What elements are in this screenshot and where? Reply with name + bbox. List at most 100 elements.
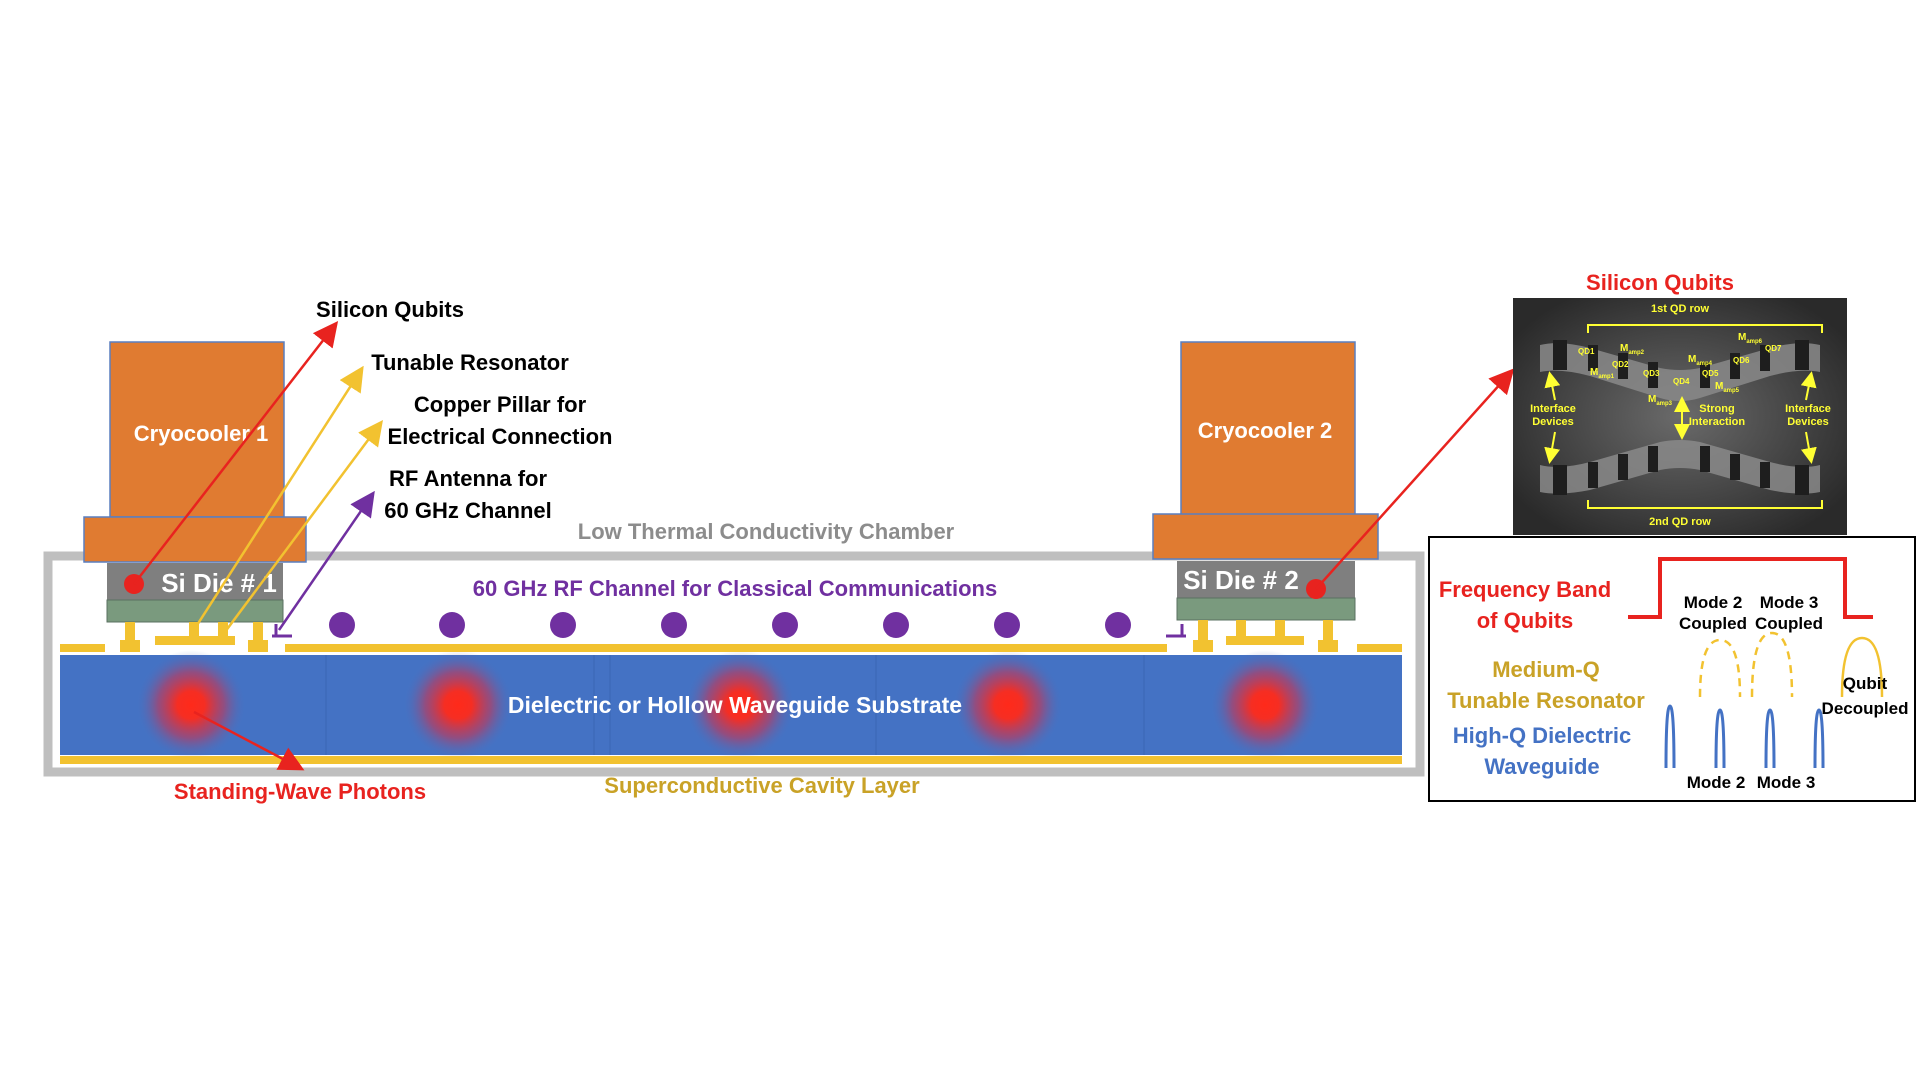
m-sub: amp3: [1656, 401, 1672, 407]
sem-title: Silicon Qubits: [1586, 270, 1734, 295]
m-label: M: [1620, 343, 1628, 354]
m-label: M: [1715, 381, 1723, 392]
svg-text:Mamp5: Mamp5: [1715, 381, 1740, 394]
cavity-top-left: [60, 644, 105, 652]
m-label: M: [1590, 367, 1598, 378]
copper-pillar: [1323, 620, 1333, 642]
legend-mode3-coupled-2: Coupled: [1755, 614, 1823, 633]
photon-3: [685, 650, 795, 760]
m-label: M: [1688, 354, 1696, 365]
legend-mode2: Mode 2: [1687, 773, 1746, 792]
copper-pillar: [253, 622, 263, 642]
copper-pillar: [1236, 620, 1246, 636]
legend-high-q-1: High-Q Dielectric: [1453, 723, 1631, 748]
high-q-peaks: [1664, 704, 1825, 769]
m-sub: amp2: [1628, 350, 1644, 356]
resonance-mode3-coupled: [1750, 631, 1794, 698]
copper-pillar: [218, 622, 228, 638]
legend-mode3: Mode 3: [1757, 773, 1816, 792]
arrow-copper-pillar: [220, 419, 383, 637]
m-label: M: [1648, 394, 1656, 405]
label-copper-pillar-2: Electrical Connection: [388, 424, 613, 449]
legend-medium-q-1: Medium-Q: [1492, 657, 1600, 682]
arrow-rf-antenna: [277, 490, 375, 631]
m-label: M: [1738, 332, 1746, 343]
label-silicon-qubits: Silicon Qubits: [316, 297, 464, 322]
qd-label: QD2: [1612, 360, 1629, 369]
tunable-resonator-2: [1226, 636, 1304, 645]
photon-1: [136, 650, 246, 760]
svg-text:Mamp2: Mamp2: [1620, 343, 1645, 356]
si-die-1-lower: [106, 599, 284, 623]
cryocooler-1-label: Cryocooler 1: [134, 421, 269, 446]
sem-image: [1513, 298, 1847, 535]
frequency-band-outline: [1628, 557, 1873, 619]
label-rf-antenna-2: 60 GHz Channel: [384, 498, 551, 523]
sem-qd-labels: QD1 QD2 QD3 QD4 QD5 QD6 QD7: [1578, 344, 1782, 386]
legend-mode2-coupled-2: Coupled: [1679, 614, 1747, 633]
m-sub: amp4: [1696, 361, 1712, 367]
legend-medium-q-2: Tunable Resonator: [1447, 688, 1645, 713]
sem-interface-right-1: Interface: [1785, 403, 1831, 415]
rf-channel-dots: [329, 612, 1131, 638]
photon-5: [1210, 650, 1320, 760]
arrow-qubits-inset: [1315, 368, 1515, 590]
legend-qubit-decoupled-2: Decoupled: [1822, 699, 1909, 718]
si-die-2-lower: [1176, 597, 1356, 621]
legend-mode2-coupled-1: Mode 2: [1684, 593, 1743, 612]
cryocooler-2-label: Cryocooler 2: [1198, 418, 1333, 443]
cryocooler-2: [1180, 341, 1356, 518]
qd-label: QD6: [1733, 356, 1750, 365]
qd-label: QD3: [1643, 369, 1660, 378]
arrow-standing-wave: [193, 710, 305, 771]
copper-pillar: [125, 622, 135, 642]
legend-high-q-2: Waveguide: [1484, 754, 1599, 779]
sem-strong-2: Interaction: [1689, 416, 1746, 428]
rf-channel-label: 60 GHz RF Channel for Classical Communic…: [473, 576, 997, 601]
sem-interface-right-2: Devices: [1787, 416, 1829, 428]
tunable-resonator-1: [155, 636, 235, 645]
rf-antenna-2: [1166, 624, 1186, 638]
rf-antenna-1: [272, 624, 292, 638]
resonance-mode2-coupled: [1698, 638, 1742, 698]
m-sub: amp5: [1723, 388, 1739, 394]
svg-text:Mamp4: Mamp4: [1688, 354, 1713, 367]
label-copper-pillar-1: Copper Pillar for: [414, 392, 587, 417]
sem-m-labels: Mamp1 Mamp2 Mamp3 Mamp4 Mamp5 Mamp6: [1590, 332, 1763, 407]
copper-pillar: [1198, 620, 1208, 642]
cryocooler-1-base: [83, 516, 307, 563]
sem-strong-1: Strong: [1699, 403, 1734, 415]
copper-pillar: [1275, 620, 1285, 636]
m-sub: amp6: [1746, 339, 1762, 345]
cavity-top-main: [285, 644, 1167, 652]
legend-mode3-coupled-1: Mode 3: [1760, 593, 1819, 612]
sem-interface-left-1: Interface: [1530, 403, 1576, 415]
qd-label: QD5: [1702, 369, 1719, 378]
si-die-1-label: Si Die # 1: [161, 568, 277, 598]
sem-row1: 1st QD row: [1651, 303, 1710, 315]
svg-text:Mamp1: Mamp1: [1590, 367, 1615, 380]
cavity-layer-bottom: [60, 756, 1402, 764]
photon-2: [403, 650, 513, 760]
qd-label: QD4: [1673, 377, 1690, 386]
label-standing-wave: Standing-Wave Photons: [174, 779, 426, 804]
legend-freq-band-1: Frequency Band: [1439, 577, 1611, 602]
sem-row2: 2nd QD row: [1649, 516, 1711, 528]
arrow-tunable-resonator: [188, 365, 364, 637]
qd-label: QD1: [1578, 347, 1595, 356]
label-rf-antenna-1: RF Antenna for: [389, 466, 547, 491]
svg-text:Mamp6: Mamp6: [1738, 332, 1763, 345]
chamber-label: Low Thermal Conductivity Chamber: [578, 519, 955, 544]
cryocooler-2-base: [1152, 513, 1379, 560]
label-tunable-resonator: Tunable Resonator: [371, 350, 569, 375]
legend-qubit-decoupled-1: Qubit: [1843, 674, 1888, 693]
si-die-2-label: Si Die # 2: [1183, 565, 1299, 595]
qd-label: QD7: [1765, 344, 1782, 353]
legend-freq-band-2: of Qubits: [1477, 608, 1574, 633]
photon-4: [953, 650, 1063, 760]
cavity-top-right: [1357, 644, 1402, 652]
sem-interface-left-2: Devices: [1532, 416, 1574, 428]
legend-box: [1428, 536, 1916, 802]
